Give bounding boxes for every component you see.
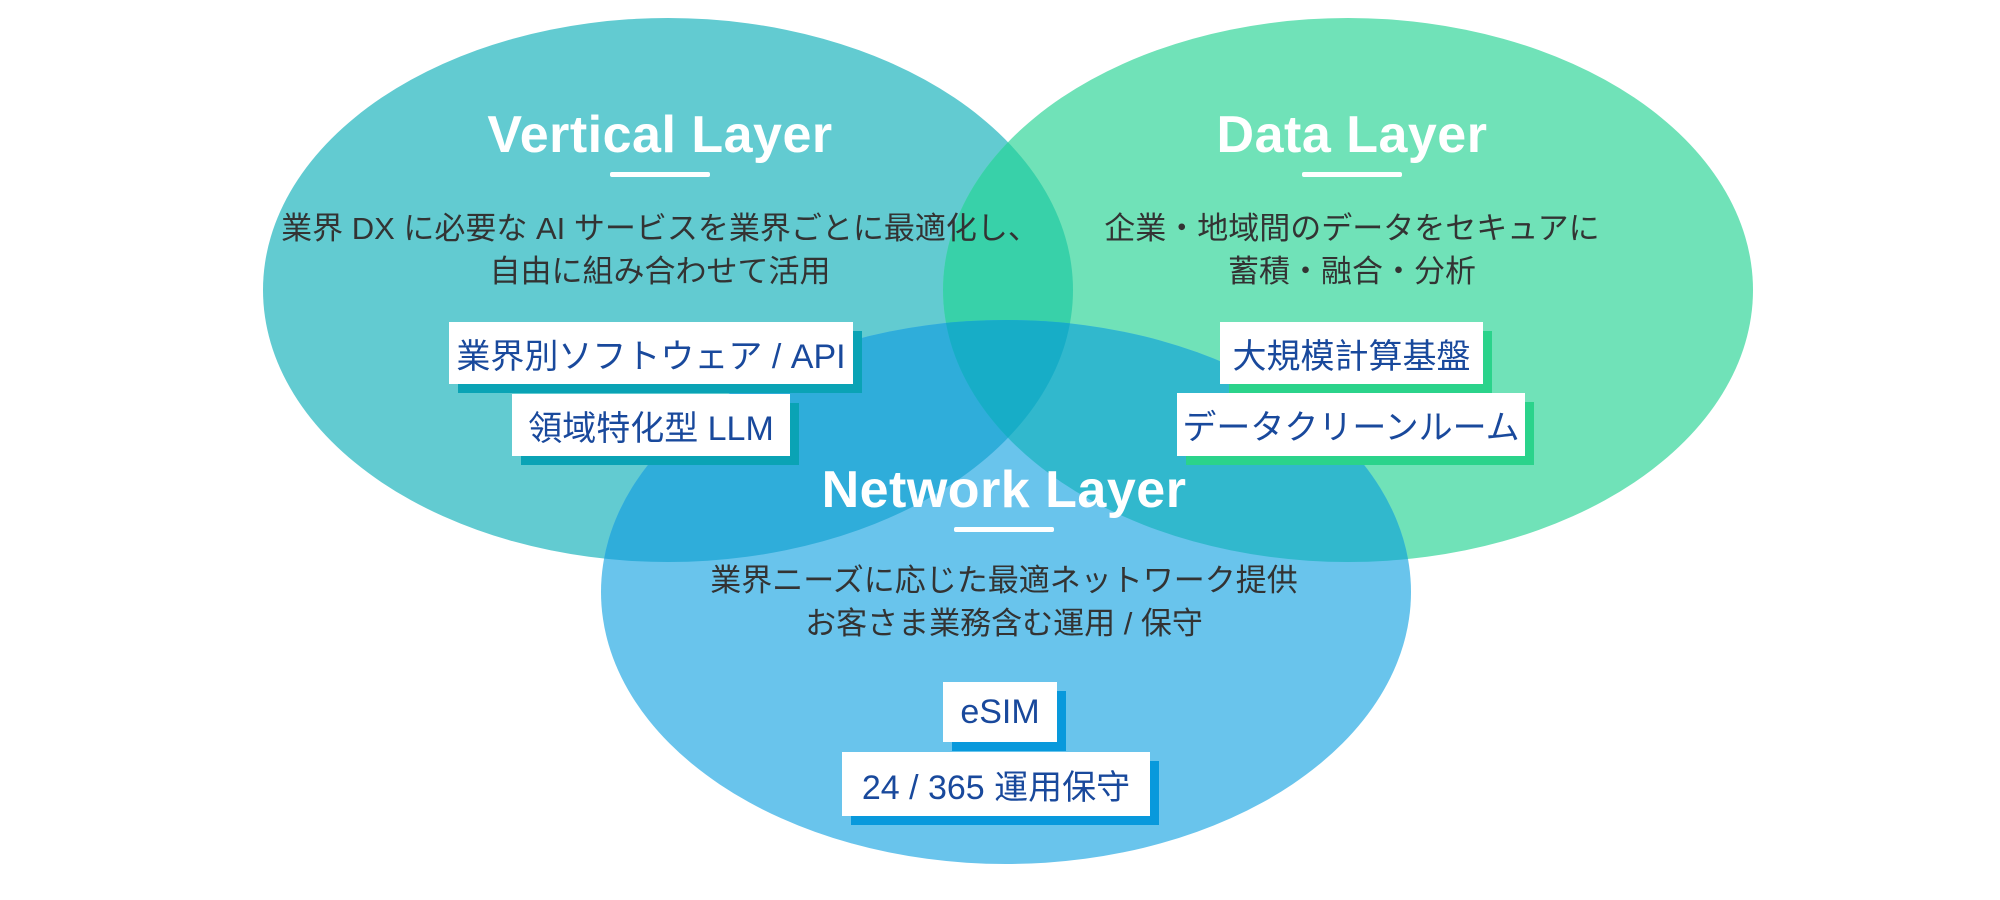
vertical-description-line2: 自由に組み合わせて活用 — [489, 254, 831, 289]
vertical-item-domain-llm-label: 領域特化型 LLM — [528, 409, 774, 448]
vertical-layer-description: 業界 DX に必要な AI サービスを業界ごとに最適化し、 自由に組み合わせて活… — [260, 207, 1060, 293]
data-description-line1: 企業・地域間のデータをセキュアに — [1104, 211, 1600, 246]
network-layer-description: 業界ニーズに応じた最適ネットワーク提供 お客さま業務含む運用 / 保守 — [654, 559, 1354, 645]
data-layer-title: Data Layer — [1216, 106, 1488, 164]
network-item-operation-maintenance: 24 / 365 運用保守 — [842, 752, 1150, 816]
network-layer-title: Network Layer — [821, 461, 1187, 519]
data-item-clean-room: データクリーンルーム — [1177, 393, 1525, 456]
vertical-layer-title: Vertical Layer — [487, 106, 833, 164]
vertical-item-domain-llm: 領域特化型 LLM — [512, 394, 790, 456]
data-network-overlap-region — [943, 320, 1411, 562]
vertical-network-overlap-region — [601, 320, 1073, 562]
vertical-item-software-api: 業界別ソフトウェア / API — [449, 322, 853, 384]
network-item-operation-maintenance-label: 24 / 365 運用保守 — [861, 768, 1131, 807]
vertical-description-line1: 業界 DX に必要な AI サービスを業界ごとに最適化し、 — [281, 211, 1039, 246]
network-title-underline — [954, 527, 1054, 532]
data-description-line2: 蓄積・融合・分析 — [1228, 254, 1476, 289]
network-item-esim-label: eSIM — [960, 692, 1040, 731]
data-item-computing-platform: 大規模計算基盤 — [1220, 322, 1483, 384]
network-description-line1: 業界ニーズに応じた最適ネットワーク提供 — [710, 563, 1298, 598]
network-item-esim: eSIM — [943, 682, 1057, 742]
data-layer-description: 企業・地域間のデータをセキュアに 蓄積・融合・分析 — [1052, 207, 1652, 293]
data-title-underline — [1302, 172, 1402, 177]
vertical-title-underline — [610, 172, 710, 177]
data-item-clean-room-label: データクリーンルーム — [1182, 409, 1520, 447]
network-description-line2: お客さま業務含む運用 / 保守 — [805, 606, 1203, 641]
data-item-computing-platform-label: 大規模計算基盤 — [1232, 337, 1471, 376]
vertical-item-software-api-label: 業界別ソフトウェア / API — [456, 337, 846, 376]
